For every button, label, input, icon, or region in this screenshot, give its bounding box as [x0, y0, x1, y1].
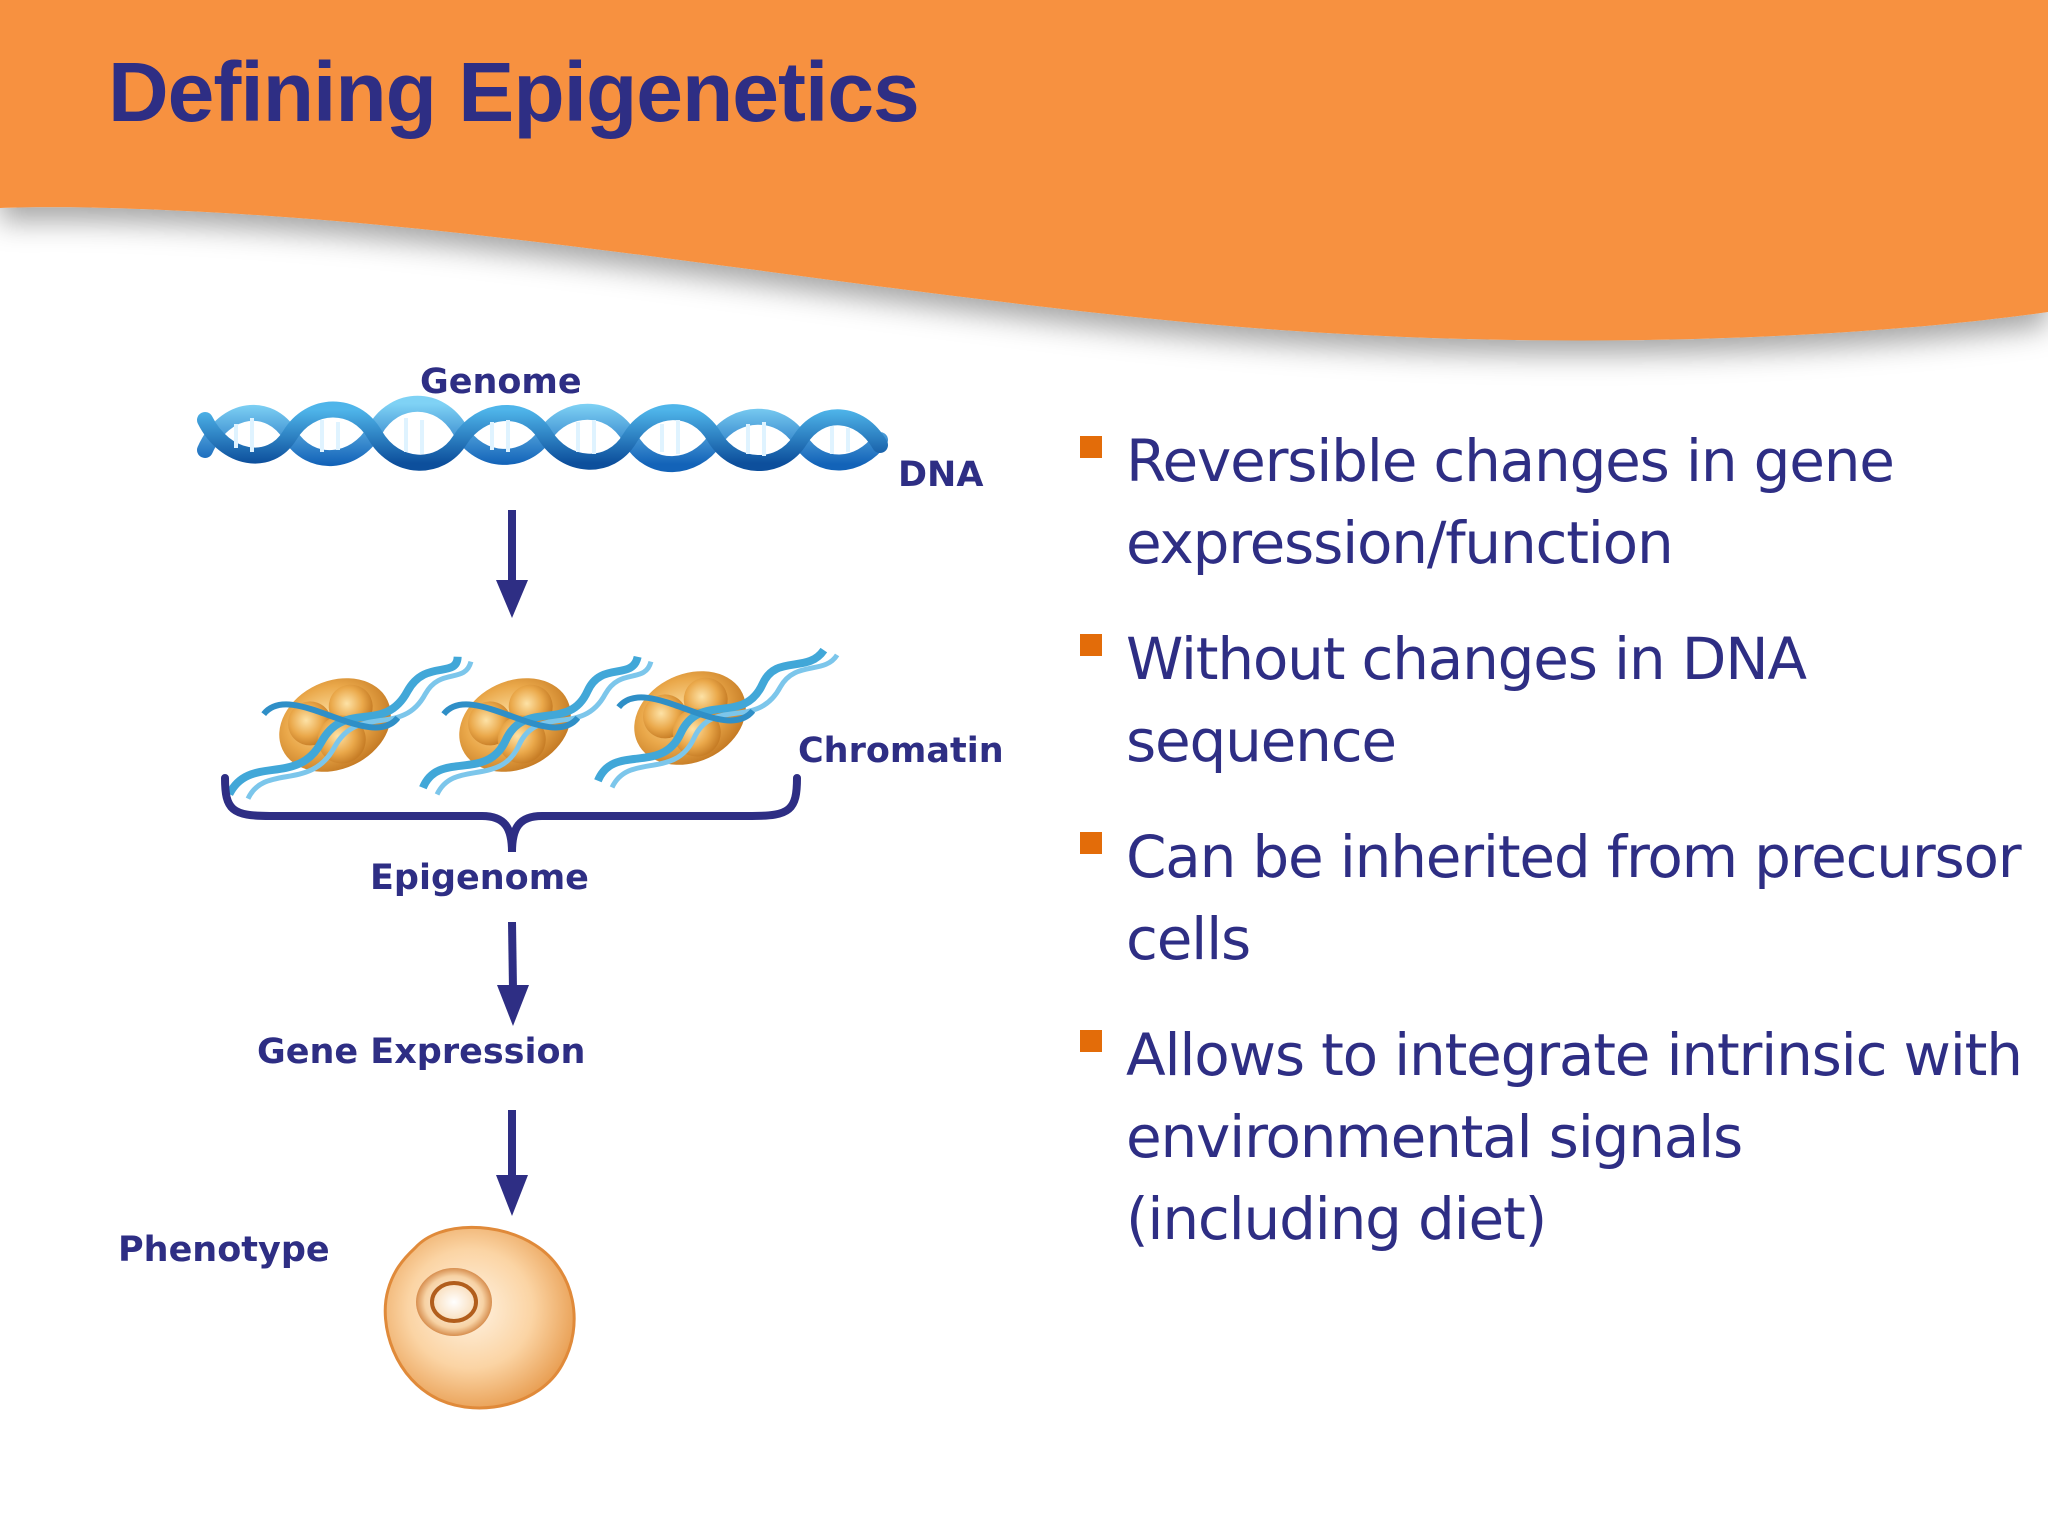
bullet-item: Can be inherited from precursor cells [1080, 816, 2030, 980]
epigenetics-flow-diagram [197, 395, 888, 1410]
header-banner [0, 0, 2048, 341]
dna-helix-icon [197, 395, 888, 473]
bullet-text: Without changes in DNA sequence [1126, 625, 1807, 775]
bullet-text: Reversible changes in gene expression/fu… [1126, 427, 1895, 577]
bullet-item: Without changes in DNA sequence [1080, 618, 2030, 782]
bullet-text: Can be inherited from precursor cells [1126, 823, 2022, 973]
slide-title: Defining Epigenetics [108, 45, 920, 139]
bullet-square-icon [1080, 1030, 1102, 1052]
down-arrow-icon [497, 921, 529, 1026]
curly-brace-icon [221, 774, 801, 853]
bullet-list: Reversible changes in gene expression/fu… [1080, 420, 2030, 1294]
down-arrow-icon [496, 510, 528, 618]
dna-label: DNA [898, 455, 984, 495]
phenotype-label: Phenotype [118, 1230, 330, 1270]
cell-icon [383, 1225, 576, 1410]
bullet-square-icon [1080, 634, 1102, 656]
gene-expression-label: Gene Expression [257, 1032, 586, 1072]
chromatin-nucleosome-icon [225, 647, 840, 800]
bullet-text: Allows to integrate intrinsic with envir… [1126, 1021, 2023, 1253]
down-arrow-icon [496, 1110, 528, 1216]
bullet-square-icon [1080, 436, 1102, 458]
epigenome-label: Epigenome [370, 858, 589, 898]
bullet-item: Allows to integrate intrinsic with envir… [1080, 1014, 2030, 1260]
bullet-item: Reversible changes in gene expression/fu… [1080, 420, 2030, 584]
chromatin-label: Chromatin [798, 731, 1004, 771]
bullet-square-icon [1080, 832, 1102, 854]
genome-label: Genome [420, 362, 582, 402]
